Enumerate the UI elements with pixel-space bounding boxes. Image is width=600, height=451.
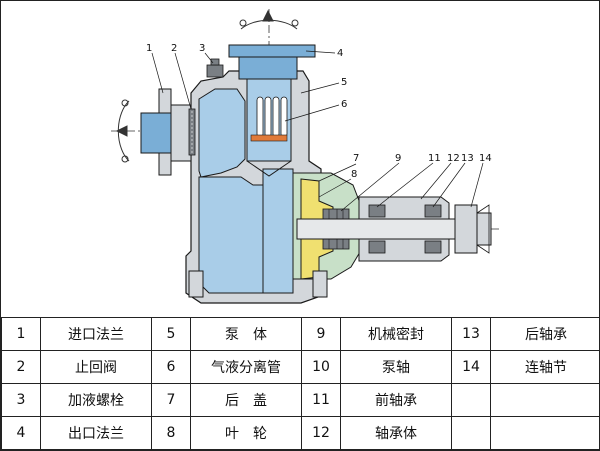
part-name: 止回阀 [40,350,152,384]
gas-liquid-separator-tube [246,78,292,177]
coupling [454,204,492,254]
part-name: 后 盖 [190,383,302,417]
part-name: 出口法兰 [40,416,152,450]
part-name: 进口法兰 [40,317,152,351]
rotation-arrows [115,9,299,163]
callout-12: 12 [447,153,460,164]
table-row: 4 出口法兰 8 叶 轮 12 轴承体 [1,416,600,450]
pump-feet [188,270,328,298]
callout-5: 5 [341,77,347,88]
callout-labels: 1 2 3 4 5 6 7 8 9 11 12 13 14 [146,43,492,180]
table-row: 3 加液螺栓 7 后 盖 11 前轴承 [1,383,600,417]
priming-bolt [206,58,224,78]
part-name: 泵 体 [190,317,302,351]
part-number: 11 [301,383,341,417]
part-number: 4 [1,416,41,450]
callout-9: 9 [395,153,401,164]
riser-channel [262,168,294,294]
callout-3: 3 [199,43,205,54]
part-name: 泵轴 [340,350,452,384]
outlet-flange [228,44,316,80]
part-number: 2 [1,350,41,384]
part-number: 13 [451,317,491,351]
part-number: 6 [151,350,191,384]
suction-chamber [198,176,264,294]
empty-cell [451,383,491,417]
empty-cell [451,416,491,450]
empty-cell [490,383,600,417]
check-valve [188,108,196,156]
rear-bearing [424,204,442,254]
part-number: 9 [301,317,341,351]
part-name: 气液分离管 [190,350,302,384]
part-name: 加液螺栓 [40,383,152,417]
callout-7: 7 [353,153,359,164]
part-number: 10 [301,350,341,384]
callout-6: 6 [341,99,347,110]
pump-cross-section-diagram: 1 2 3 4 5 6 7 8 9 11 12 13 14 [111,9,501,304]
callout-8: 8 [351,169,357,180]
part-name: 前轴承 [340,383,452,417]
table-row: 2 止回阀 6 气液分离管 10 泵轴 14 连轴节 [1,350,600,384]
part-number: 7 [151,383,191,417]
part-number: 5 [151,317,191,351]
table-row: 1 进口法兰 5 泵 体 9 机械密封 13 后轴承 [1,317,600,351]
front-bearing [368,204,386,254]
empty-cell [490,416,600,450]
leader-lines [151,50,484,212]
callout-11: 11 [428,153,441,164]
parts-legend-table: 1 进口法兰 5 泵 体 9 机械密封 13 后轴承 2 止回阀 6 气液分离管… [1,317,600,450]
callout-2: 2 [171,43,177,54]
liquid-chamber [198,88,246,178]
part-name: 后轴承 [490,317,600,351]
part-name: 机械密封 [340,317,452,351]
callout-13: 13 [461,153,474,164]
inlet-flange [140,88,192,176]
part-name: 叶 轮 [190,416,302,450]
callout-1: 1 [146,43,152,54]
callout-4: 4 [337,48,343,59]
part-number: 12 [301,416,341,450]
callout-14: 14 [479,153,492,164]
part-number: 3 [1,383,41,417]
part-name: 轴承体 [340,416,452,450]
part-number: 8 [151,416,191,450]
part-number: 14 [451,350,491,384]
part-name: 连轴节 [490,350,600,384]
part-number: 1 [1,317,41,351]
